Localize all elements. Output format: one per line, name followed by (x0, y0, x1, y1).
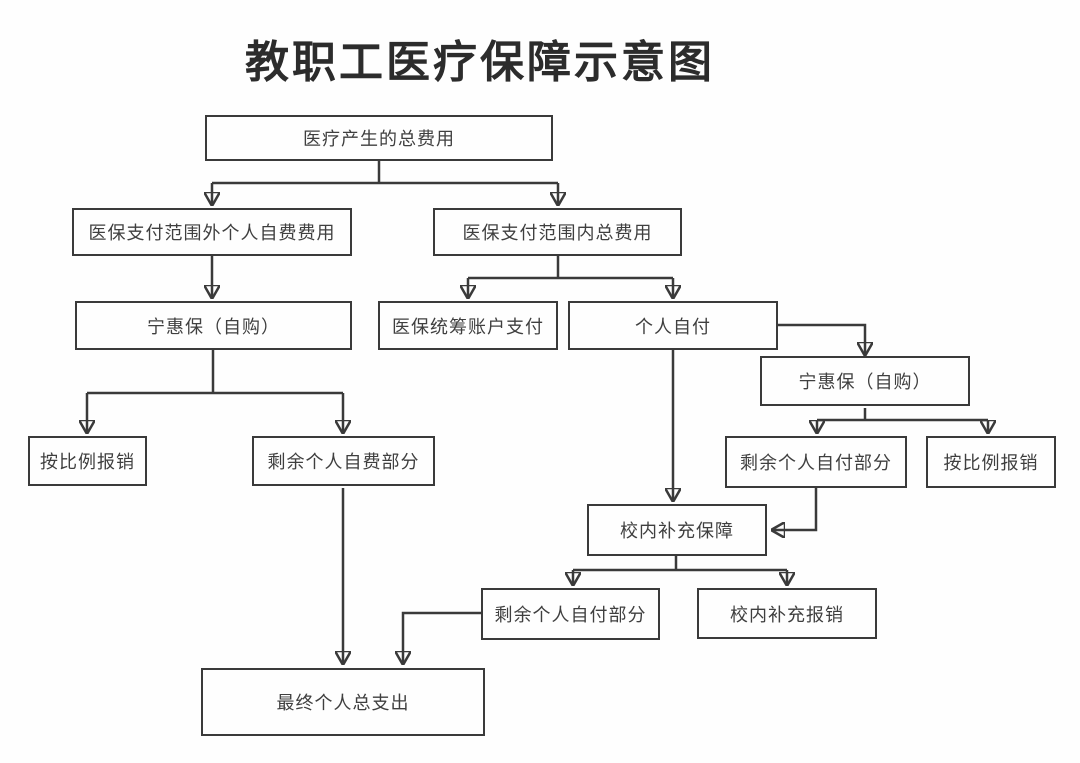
node-final-total-expense: 最终个人总支出 (201, 668, 485, 736)
connector-insidescope-split (468, 256, 673, 280)
connector-campussupplement-split (573, 556, 787, 572)
node-ninghuibao-right: 宁惠保（自购） (760, 356, 970, 406)
node-proportional-reimburse-right: 按比例报销 (926, 436, 1056, 488)
connector-ninghuibaoright-split (817, 408, 988, 422)
node-proportional-reimburse-left: 按比例报销 (28, 436, 147, 486)
node-remaining-personal-pay-right: 剩余个人自付部分 (725, 436, 907, 488)
connector-arrow-into-campus-supplement-side (773, 488, 818, 530)
node-outside-scope-self-paid: 医保支付范围外个人自费费用 (72, 208, 352, 256)
node-inside-scope-total: 医保支付范围内总费用 (433, 208, 682, 256)
connector-totalcost-split (212, 161, 558, 185)
connector-arrow-ninghuibao-right (778, 323, 865, 354)
node-ninghuibao-left: 宁惠保（自购） (75, 301, 352, 350)
node-total-medical-cost: 医疗产生的总费用 (205, 115, 553, 161)
page-title: 教职工医疗保障示意图 (245, 37, 715, 88)
node-campus-supplement: 校内补充保障 (587, 504, 767, 556)
connector-arrow-final-from-personalpay (403, 611, 481, 663)
node-remaining-self-fee: 剩余个人自费部分 (252, 436, 435, 486)
connector-ninghuibaoleft-split (87, 350, 343, 395)
node-personal-payment: 个人自付 (568, 301, 778, 350)
node-pooled-account-payment: 医保统筹账户支付 (378, 301, 558, 350)
node-remaining-personal-pay-bottom: 剩余个人自付部分 (481, 588, 660, 640)
node-campus-supplement-reimburse: 校内补充报销 (697, 588, 877, 639)
